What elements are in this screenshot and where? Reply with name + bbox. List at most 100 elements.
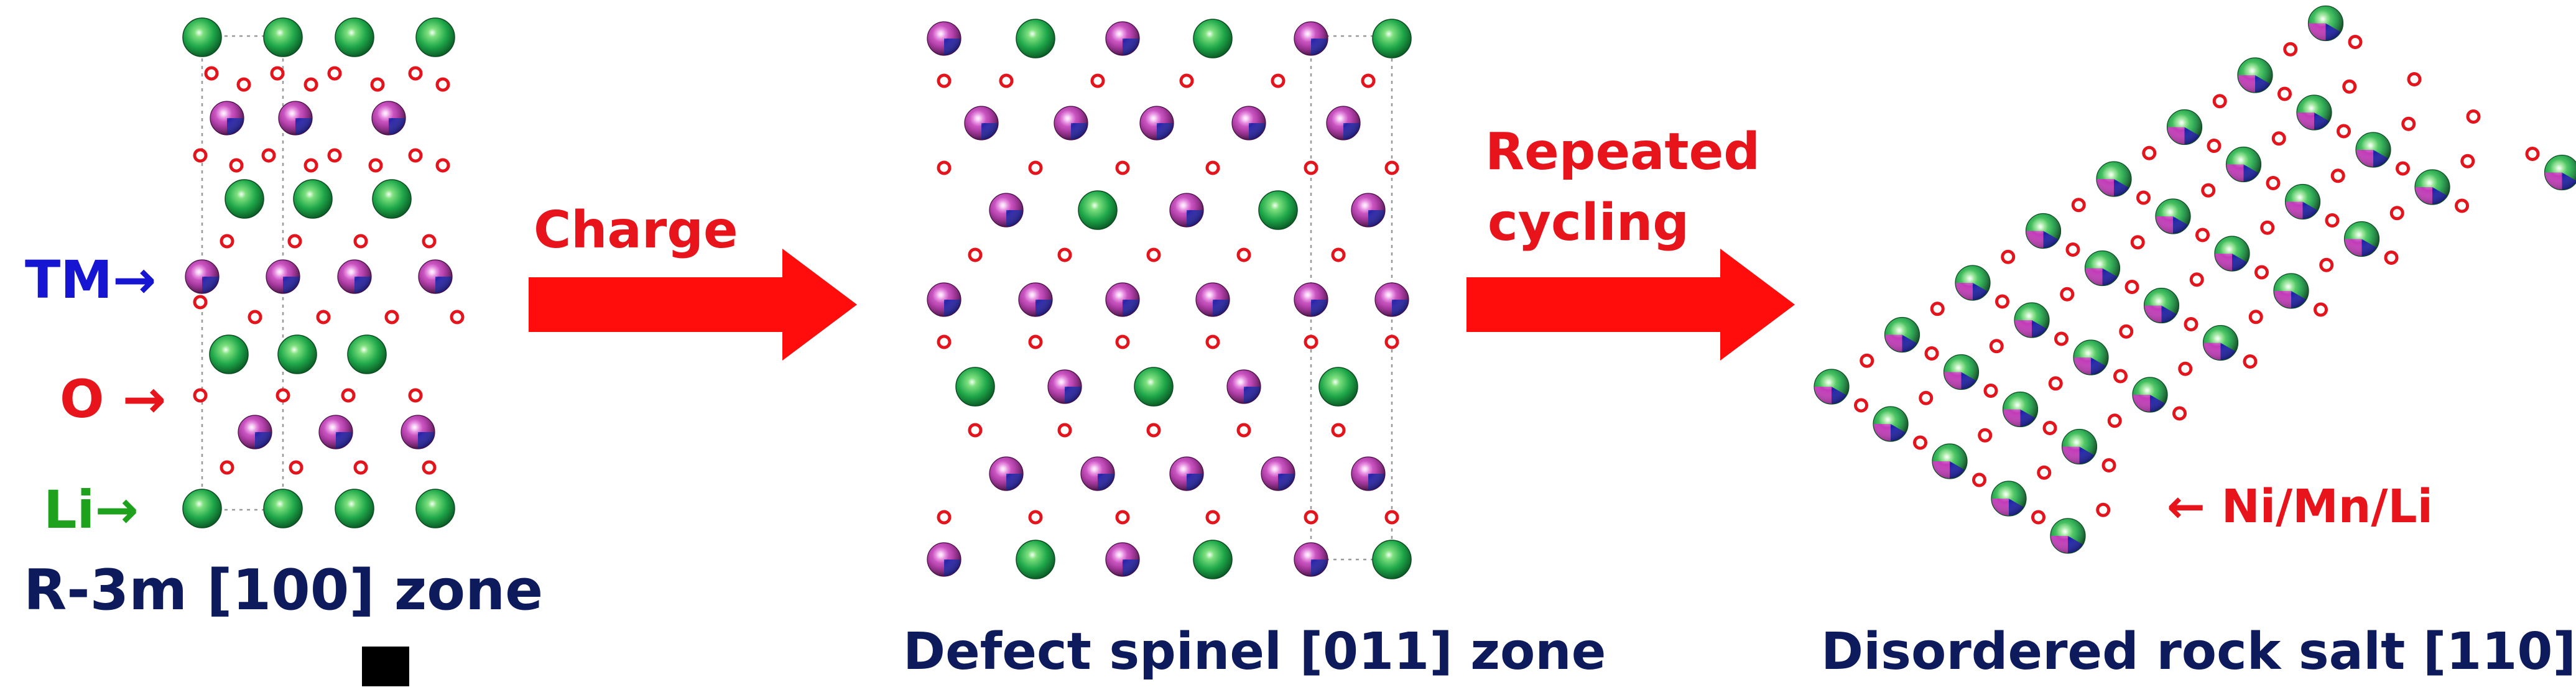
oxygen-atom-icon <box>2460 154 2475 168</box>
tm-atom-icon <box>418 259 453 294</box>
mixed-atom-icon <box>2237 57 2273 93</box>
tm-atom-icon <box>964 106 999 140</box>
mixed-atom-icon <box>2061 428 2098 465</box>
repeated-cycling-label-line2: cycling <box>1488 193 1689 252</box>
tm-atom-icon <box>1080 456 1115 491</box>
repeated-cycling-label-line1: Repeated <box>1485 122 1760 182</box>
oxygen-atom-icon <box>937 160 952 175</box>
oxygen-atom-icon <box>2248 310 2263 325</box>
oxygen-atom-icon <box>353 234 368 249</box>
oxygen-atom-icon <box>2031 510 2046 525</box>
oxygen-atom-icon <box>1304 160 1318 175</box>
mixed-atom-icon <box>2166 109 2203 145</box>
li-atom-icon <box>415 489 455 528</box>
oxygen-atom-icon <box>1384 510 1399 525</box>
atom-layer <box>182 5 2576 579</box>
li-atom-icon <box>1016 540 1055 579</box>
oxygen-atom-icon <box>1924 346 1939 361</box>
tm-atom-icon <box>1169 456 1204 491</box>
tm-atom-icon <box>989 193 1024 228</box>
li-atom-icon <box>182 489 222 528</box>
mixed-atom-icon <box>1943 354 1980 390</box>
oxygen-atom-icon <box>1983 384 1998 398</box>
oxygen-atom-icon <box>2130 235 2145 250</box>
oxygen-atom-icon <box>2314 302 2328 317</box>
oxygen-layer-label: O → <box>60 369 167 430</box>
oxygen-atom-icon <box>1919 390 1934 405</box>
tm-atom-icon <box>1374 282 1409 317</box>
reaction-arrow-icon <box>529 249 857 361</box>
mixed-atom-icon <box>2132 377 2168 413</box>
mixed-atom-icon <box>2273 273 2309 309</box>
li-atom-icon <box>1372 19 1412 58</box>
oxygen-atom-icon <box>2172 406 2187 421</box>
oxygen-atom-icon <box>220 234 234 249</box>
oxygen-atom-icon <box>999 73 1014 88</box>
li-atom-icon <box>335 489 374 528</box>
oxygen-atom-icon <box>1930 302 1945 316</box>
reaction-arrow-icon <box>1466 249 1795 361</box>
li-atom-icon <box>1016 19 1055 58</box>
oxygen-atom-icon <box>1115 160 1130 175</box>
li-atom-icon <box>955 367 995 407</box>
oxygen-atom-icon <box>1205 510 1220 525</box>
oxygen-atom-icon <box>408 66 423 81</box>
li-atom-icon <box>372 179 412 219</box>
oxygen-atom-icon <box>968 423 983 438</box>
mixed-atom-icon <box>1873 406 1909 442</box>
oxygen-atom-icon <box>2071 198 2086 213</box>
li-atom-icon <box>263 17 303 57</box>
tm-atom-icon <box>989 456 1024 491</box>
oxygen-atom-icon <box>2271 131 2286 146</box>
oxygen-atom-icon <box>204 66 219 81</box>
mixed-atom-icon <box>2014 302 2050 338</box>
tm-atom-icon <box>318 415 353 449</box>
tm-atom-icon <box>1326 106 1361 140</box>
mixed-atom-icon <box>2025 213 2062 249</box>
oxygen-atom-icon <box>2142 145 2157 160</box>
tm-atom-icon <box>238 415 272 449</box>
oxygen-atom-icon <box>1860 353 1874 368</box>
li-atom-icon <box>263 489 303 528</box>
tm-atom-icon <box>371 101 406 136</box>
tm-atom-icon <box>278 101 313 136</box>
oxygen-atom-icon <box>368 158 383 173</box>
oxygen-atom-icon <box>2054 331 2069 346</box>
oxygen-atom-icon <box>287 234 302 249</box>
oxygen-atom-icon <box>2124 280 2139 294</box>
oxygen-atom-icon <box>261 148 276 163</box>
tm-atom-icon <box>210 101 244 136</box>
mixed-atom-icon <box>2414 169 2450 205</box>
oxygen-atom-icon <box>1179 73 1194 88</box>
oxygen-atom-icon <box>236 77 251 92</box>
oxygen-atom-icon <box>276 388 290 403</box>
tm-atom-icon <box>1047 369 1082 404</box>
li-atom-icon <box>1318 367 1358 407</box>
reaction-arrows <box>529 249 1795 361</box>
oxygen-atom-icon <box>289 460 303 475</box>
li-atom-icon <box>209 334 249 374</box>
oxygen-atom-icon <box>435 158 450 173</box>
oxygen-atom-icon <box>2396 161 2410 176</box>
tm-layer-label: TM→ <box>25 249 157 310</box>
tm-atom-icon <box>1351 193 1386 228</box>
mixed-atom-icon <box>2307 5 2344 42</box>
mixed-atom-icon <box>2096 161 2132 197</box>
mixed-atom-icon <box>1991 481 2027 517</box>
mixed-atom-icon <box>2544 154 2576 191</box>
mixed-atom-icon <box>2284 183 2321 220</box>
oxygen-atom-icon <box>422 460 437 475</box>
tm-atom-icon <box>1294 21 1328 56</box>
oxygen-atom-icon <box>2266 176 2281 190</box>
oxygen-atom-icon <box>450 310 465 325</box>
tm-atom-icon <box>266 259 300 294</box>
oxygen-atom-icon <box>327 148 342 163</box>
oxygen-atom-icon <box>937 510 952 525</box>
oxygen-atom-icon <box>303 158 318 173</box>
tm-atom-icon <box>1018 282 1053 317</box>
oxygen-atom-icon <box>1913 435 1927 450</box>
oxygen-atom-icon <box>968 247 983 262</box>
oxygen-atom-icon <box>193 388 208 403</box>
oxygen-atom-icon <box>2337 124 2351 139</box>
